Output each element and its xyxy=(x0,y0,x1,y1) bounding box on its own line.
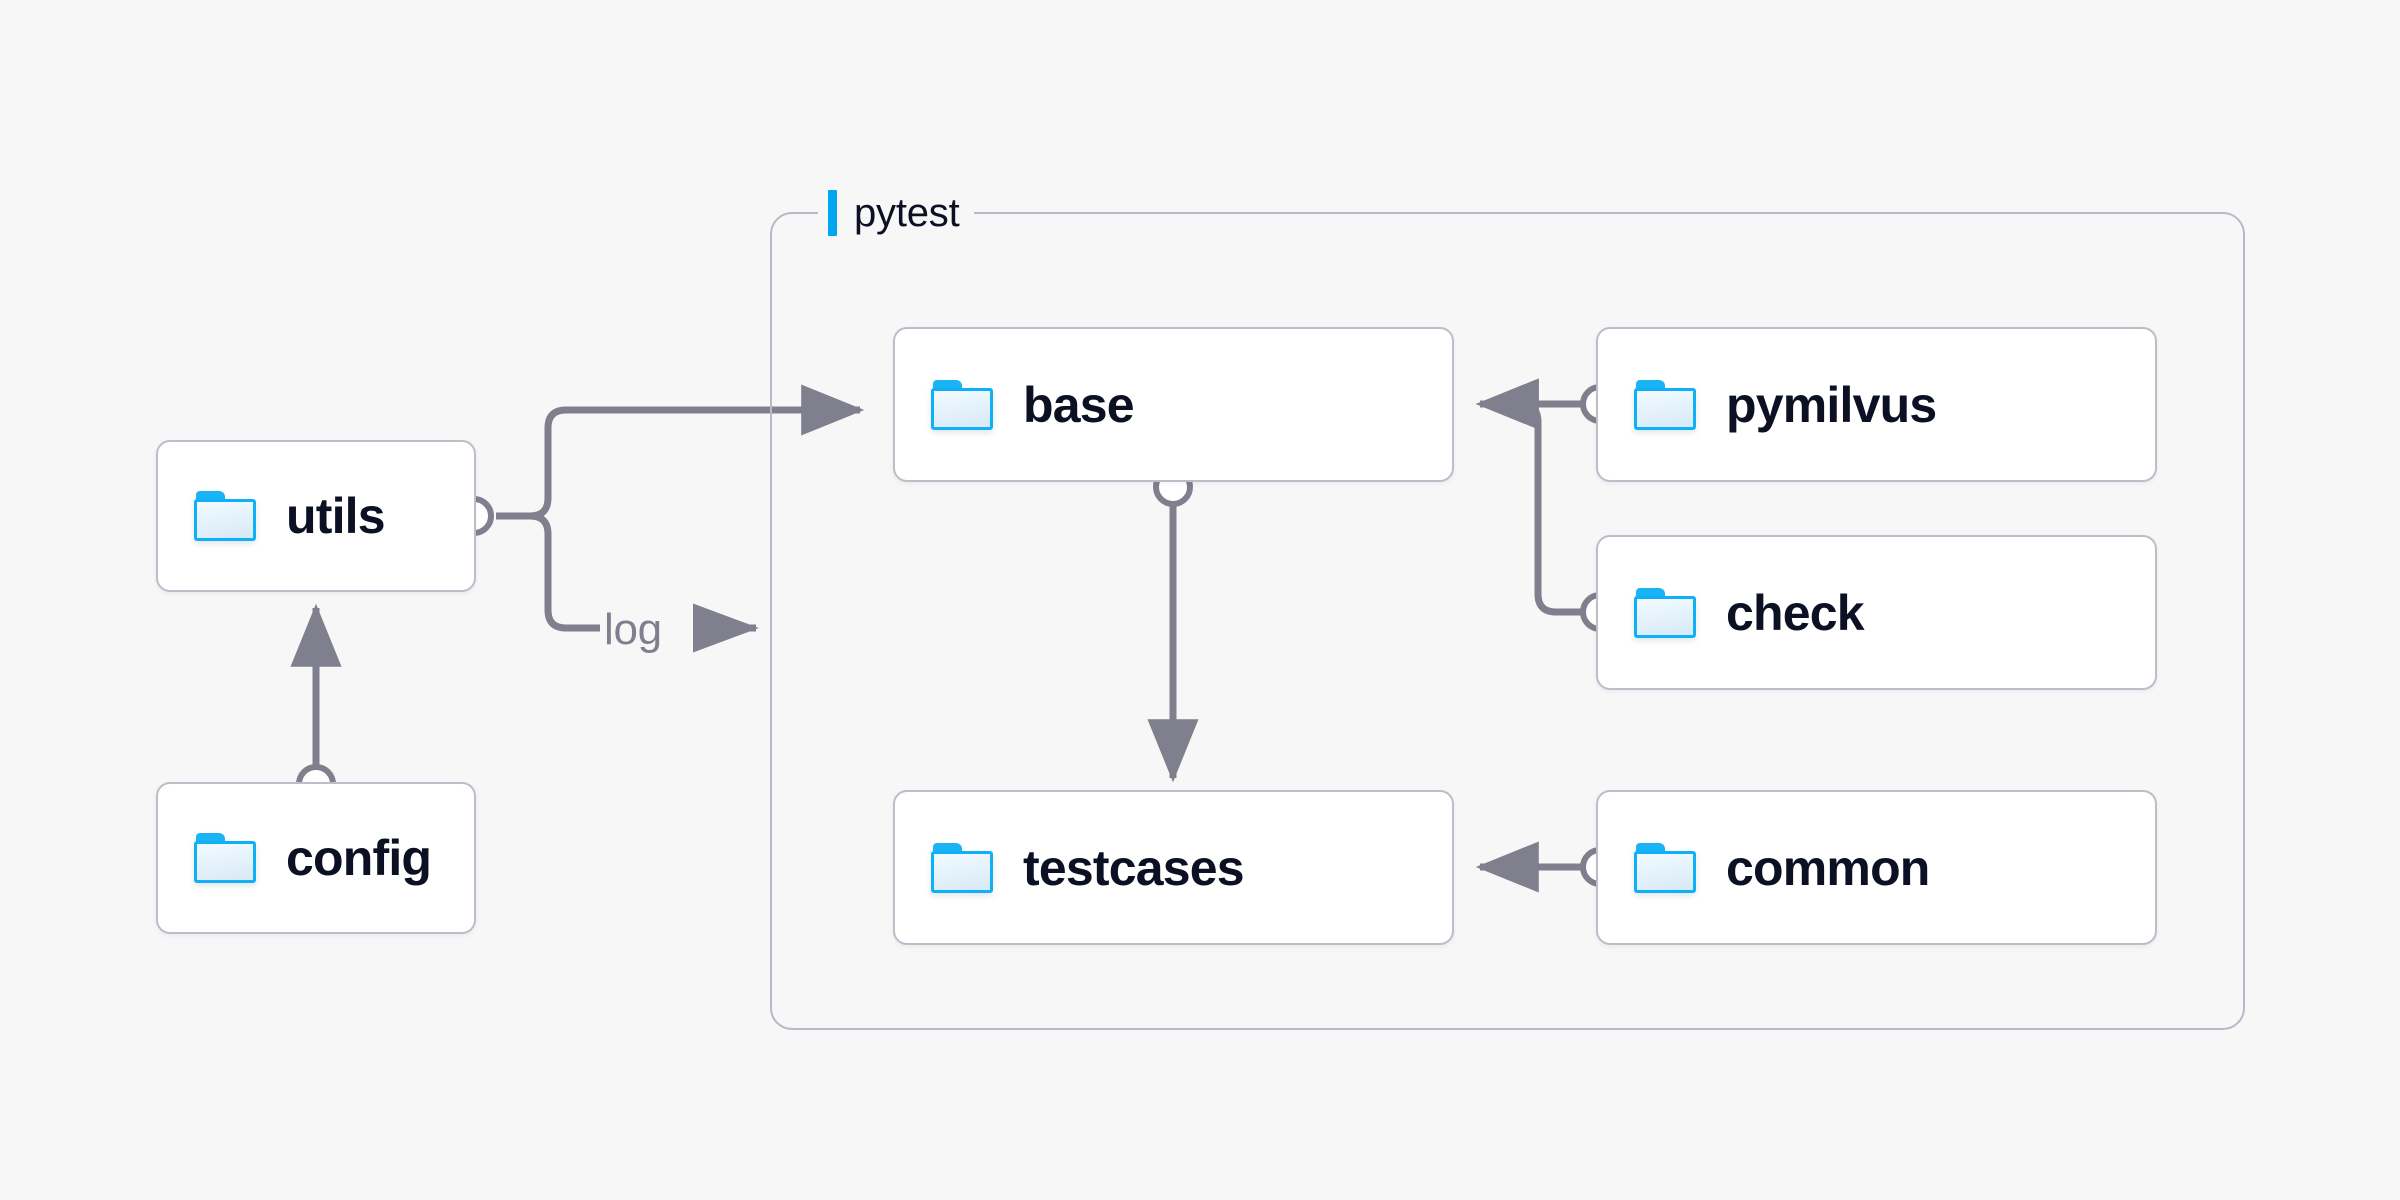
folder-icon xyxy=(194,491,256,541)
folder-icon xyxy=(194,833,256,883)
node-testcases-label: testcases xyxy=(1023,839,1245,896)
group-pytest-label: pytest xyxy=(818,186,974,240)
node-pymilvus-label: pymilvus xyxy=(1726,376,1937,433)
folder-icon xyxy=(931,379,993,430)
folder-icon xyxy=(931,842,993,893)
node-common-label: common xyxy=(1726,839,1930,896)
node-testcases[interactable]: testcases xyxy=(893,790,1454,945)
group-accent-bar xyxy=(828,190,837,236)
edge-label-log: log xyxy=(604,605,662,654)
node-check[interactable]: check xyxy=(1596,535,2157,690)
folder-icon xyxy=(1634,379,1696,430)
wire-utils-to-log xyxy=(496,512,600,632)
node-pymilvus[interactable]: pymilvus xyxy=(1596,327,2157,482)
group-pytest[interactable] xyxy=(770,212,2245,1030)
node-check-label: check xyxy=(1726,584,1865,641)
node-common[interactable]: common xyxy=(1596,790,2157,945)
node-utils[interactable]: utils xyxy=(156,440,476,592)
folder-icon xyxy=(1634,587,1696,638)
folder-icon xyxy=(1634,842,1696,893)
node-config-label: config xyxy=(286,830,432,886)
node-base-label: base xyxy=(1023,376,1135,433)
node-config[interactable]: config xyxy=(156,782,476,934)
node-utils-label: utils xyxy=(286,488,386,544)
group-pytest-title: pytest xyxy=(854,191,960,235)
node-base[interactable]: base xyxy=(893,327,1454,482)
